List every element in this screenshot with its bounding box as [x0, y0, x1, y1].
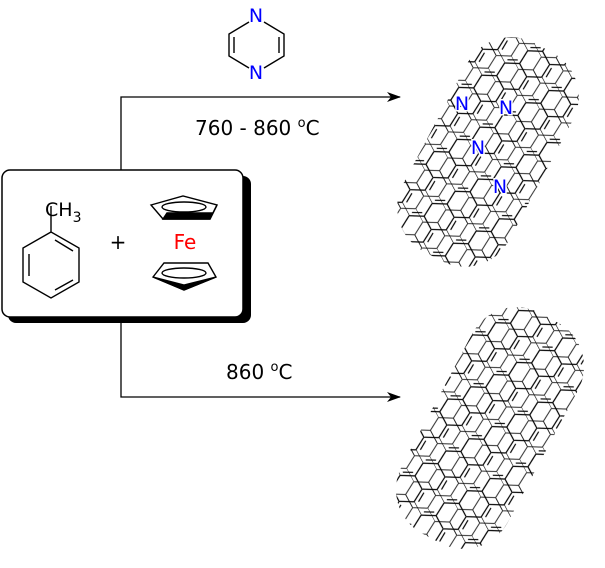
carbon-nanotube — [378, 290, 602, 567]
methyl-label: CH3 — [45, 199, 81, 226]
nanotube-nitrogen: N — [471, 137, 485, 159]
toluene-structure — [22, 206, 80, 299]
ferrocene-structure — [149, 195, 219, 291]
bottom-arrow — [120, 318, 401, 402]
pyrazine-structure — [228, 21, 285, 69]
nanotube-nitrogen: N — [493, 176, 507, 198]
reagent-box — [1, 169, 251, 323]
pyrazine-nitrogen-bottom: N — [249, 62, 263, 84]
iron-label: Fe — [174, 230, 197, 254]
bottom-condition-label: 860 oC — [226, 360, 292, 384]
top-arrow — [120, 92, 401, 170]
nitrogen-doped-nanotube: N N N N — [379, 20, 597, 285]
plus-sign: + — [110, 230, 127, 254]
reaction-arrows — [120, 92, 401, 402]
pyrazine-nitrogen-top: N — [249, 5, 263, 27]
top-condition-label: 760 - 860 oC — [195, 116, 320, 140]
nanotube-nitrogen: N — [499, 97, 513, 119]
nanotube-nitrogen: N — [455, 93, 469, 115]
